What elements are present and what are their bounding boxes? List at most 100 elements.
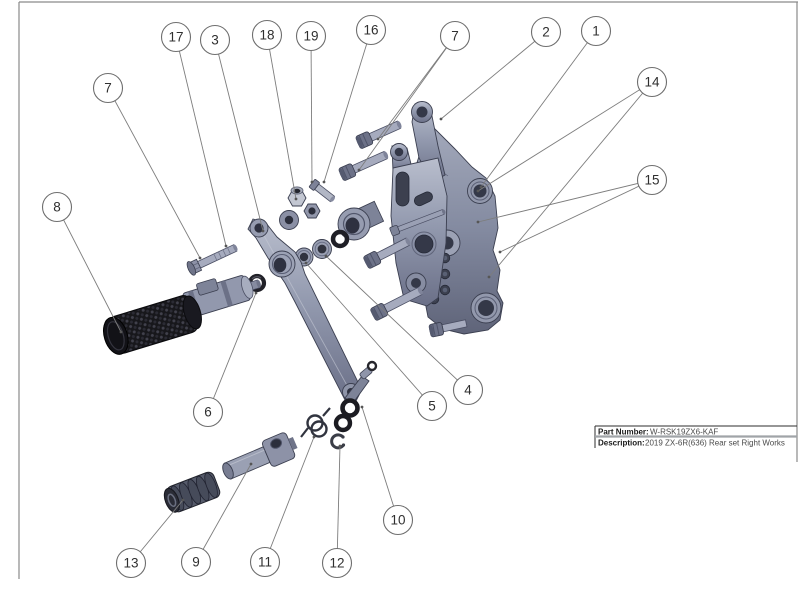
balloon-2: 2 bbox=[530, 16, 562, 48]
balloon-19: 19 bbox=[295, 20, 327, 52]
balloon-number: 1 bbox=[592, 24, 600, 39]
balloon-4: 4 bbox=[452, 374, 484, 406]
balloon-number: 17 bbox=[168, 30, 183, 45]
balloon-number: 19 bbox=[303, 29, 318, 44]
title-block: Part Number: W-RSK19ZX6-KAF Description:… bbox=[594, 425, 797, 448]
description-value: 2019 ZX-6R(636) Rear set Right Works bbox=[645, 439, 785, 448]
leader-line bbox=[499, 179, 653, 253]
balloon-circle bbox=[580, 15, 612, 47]
balloon-number: 6 bbox=[204, 405, 212, 420]
balloon-number: 4 bbox=[464, 383, 472, 398]
balloon-circle bbox=[160, 21, 192, 53]
leader-line bbox=[107, 87, 201, 259]
balloon-number: 15 bbox=[644, 173, 659, 188]
leader-line bbox=[440, 31, 547, 120]
spacer-bushings bbox=[294, 229, 350, 267]
balloon-number: 11 bbox=[258, 555, 272, 570]
leader-line bbox=[358, 35, 456, 171]
balloon-circle bbox=[92, 72, 124, 104]
o-ring bbox=[330, 229, 350, 249]
balloon-number: 12 bbox=[329, 556, 344, 571]
balloon-circle bbox=[636, 164, 668, 196]
leader-line bbox=[325, 255, 469, 391]
shift-link bbox=[333, 360, 378, 433]
balloon-number: 18 bbox=[259, 28, 274, 43]
balloon-7-left: 7 bbox=[92, 72, 124, 104]
parts-assembly bbox=[103, 101, 504, 513]
rod-end-cluster bbox=[279, 179, 336, 230]
balloon-circle bbox=[115, 547, 147, 579]
balloon-circle bbox=[199, 24, 231, 56]
balloon-number: 5 bbox=[428, 399, 436, 414]
socket-bolt-bottom bbox=[428, 319, 468, 338]
balloon-circle bbox=[295, 20, 327, 52]
balloon-number: 9 bbox=[192, 555, 200, 570]
balloon-number: 13 bbox=[123, 556, 138, 571]
balloon-7-top: 7 bbox=[439, 20, 471, 52]
balloon-circle bbox=[636, 66, 668, 98]
leader-line bbox=[264, 436, 315, 563]
foot-peg bbox=[103, 295, 202, 355]
balloon-12: 12 bbox=[321, 547, 353, 579]
balloon-circle bbox=[439, 20, 471, 52]
socket-bolt-low bbox=[370, 286, 423, 321]
balloon-number: 7 bbox=[104, 81, 112, 96]
balloon-number: 8 bbox=[53, 200, 61, 215]
balloon-number: 3 bbox=[211, 33, 219, 48]
leader-line bbox=[480, 30, 597, 188]
balloon-3: 3 bbox=[199, 24, 231, 56]
balloon-16: 16 bbox=[355, 14, 387, 46]
leader-line bbox=[323, 29, 372, 183]
leader-lines bbox=[56, 29, 653, 564]
leader-line bbox=[195, 463, 252, 563]
balloon-circle bbox=[452, 374, 484, 406]
balloon-circle bbox=[382, 504, 414, 536]
balloon-circle bbox=[192, 396, 224, 428]
balloon-circle bbox=[249, 546, 281, 578]
balloon-number: 2 bbox=[542, 25, 550, 40]
balloon-number: 14 bbox=[644, 75, 660, 90]
leader-line bbox=[214, 39, 264, 232]
leader-line bbox=[175, 36, 227, 247]
threaded-stud bbox=[389, 209, 446, 237]
torsion-spring bbox=[300, 407, 331, 438]
part-number-value: W-RSK19ZX6-KAF bbox=[650, 428, 718, 437]
balloon-14: 14 bbox=[636, 66, 668, 98]
socket-bolt-top-2 bbox=[338, 150, 389, 181]
balloon-callouts: 7 17 3 18 19 16 7 2 1 14 15 8 6 5 4 10 1… bbox=[41, 14, 668, 579]
leader-line bbox=[207, 292, 257, 413]
balloon-circle bbox=[251, 19, 283, 51]
socket-bolt-top-1 bbox=[355, 120, 402, 149]
part-number-label: Part Number: bbox=[598, 428, 649, 437]
hex-flange-bolt bbox=[186, 244, 238, 276]
balloon-11: 11 bbox=[249, 546, 281, 578]
balloon-15: 15 bbox=[636, 164, 668, 196]
balloon-circle bbox=[180, 546, 212, 578]
toe-peg bbox=[163, 471, 221, 513]
socket-bolt-mid bbox=[363, 237, 411, 269]
leader-line bbox=[305, 262, 433, 407]
balloon-number: 16 bbox=[363, 23, 378, 38]
footpeg-mount bbox=[182, 275, 261, 319]
balloon-number: 10 bbox=[390, 513, 405, 528]
balloon-number: 7 bbox=[451, 29, 459, 44]
leader-line bbox=[56, 206, 122, 333]
balloon-1: 1 bbox=[580, 15, 612, 47]
balloon-13: 13 bbox=[115, 547, 147, 579]
balloon-18: 18 bbox=[251, 19, 283, 51]
balloon-circle bbox=[41, 191, 73, 223]
balloon-circle bbox=[321, 547, 353, 579]
shift-spindle bbox=[222, 432, 298, 480]
circlip bbox=[330, 433, 346, 450]
leader-line bbox=[361, 406, 399, 521]
balloon-circle bbox=[355, 14, 387, 46]
description-label: Description: bbox=[598, 439, 645, 448]
page-frame bbox=[18, 1, 798, 579]
balloon-circle bbox=[416, 390, 448, 422]
leader-line bbox=[266, 34, 297, 200]
balloon-10: 10 bbox=[382, 504, 414, 536]
leader-line bbox=[488, 81, 653, 278]
balloon-circle bbox=[530, 16, 562, 48]
